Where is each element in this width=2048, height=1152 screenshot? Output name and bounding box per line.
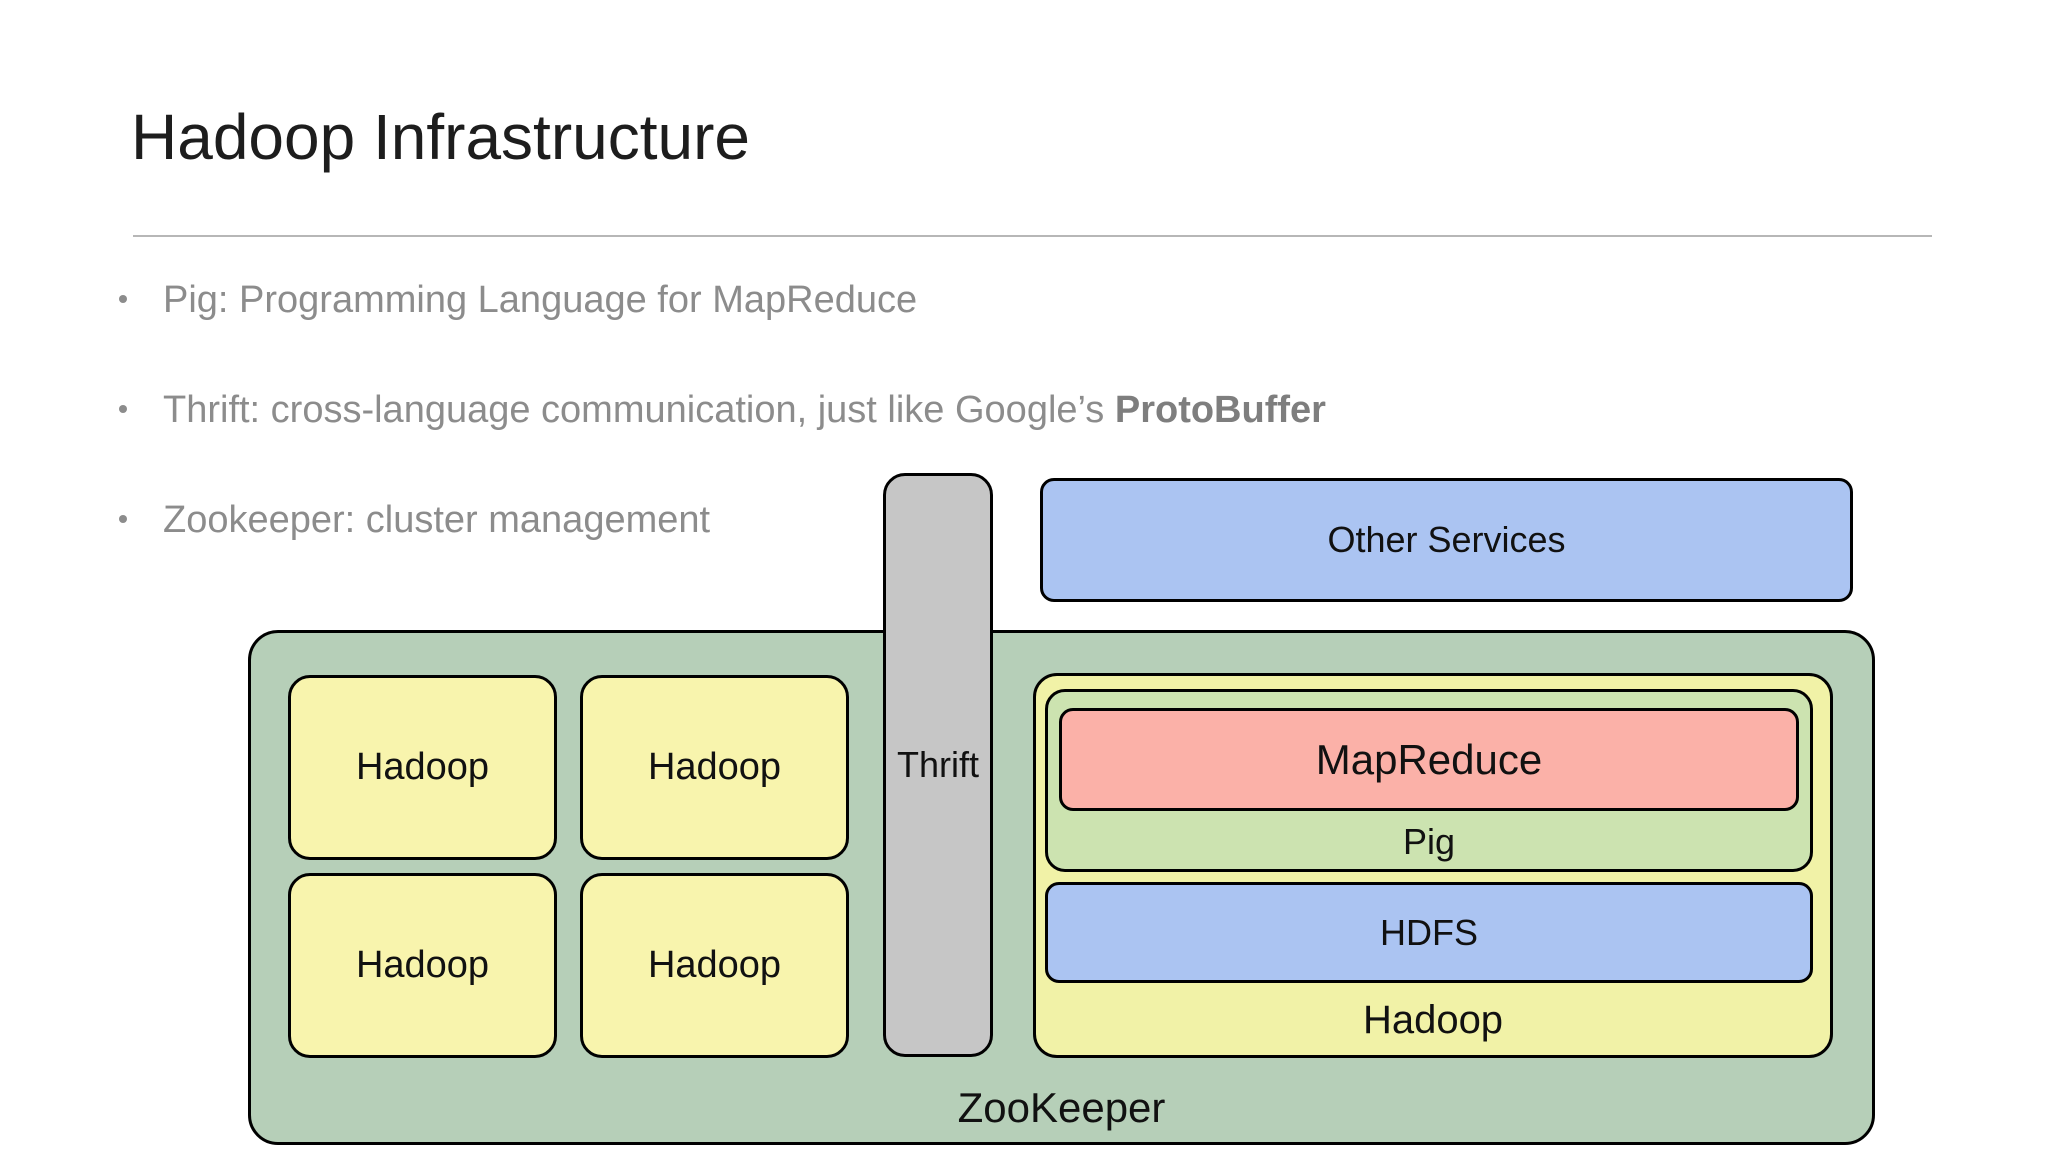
hadoop-node-box: Hadoop	[288, 873, 557, 1058]
bullet-dot-icon	[119, 404, 127, 413]
hdfs-box: HDFS	[1045, 882, 1813, 983]
bullet-zookeeper: Zookeeper: cluster management	[119, 497, 710, 543]
bullet-pig-text: Pig: Programming Language for MapReduce	[163, 279, 918, 321]
hdfs-label: HDFS	[1380, 911, 1478, 953]
other-services-label: Other Services	[1327, 519, 1566, 560]
hadoop-node-box: Hadoop	[580, 873, 849, 1058]
bullet-dot-icon	[119, 294, 127, 303]
hadoop-node-label: Hadoop	[355, 746, 490, 788]
hadoop-node-box: Hadoop	[288, 675, 557, 860]
hadoop-node-label: Hadoop	[355, 944, 490, 986]
mapreduce-label: MapReduce	[1315, 735, 1543, 783]
mapreduce-box: MapReduce	[1059, 708, 1799, 811]
other-services-box: Other Services	[1040, 478, 1853, 602]
hadoop-node-label: Hadoop	[647, 944, 782, 986]
bullet-thrift: Thrift: cross-language communication, ju…	[119, 387, 1326, 433]
bullet-dot-icon	[119, 514, 127, 523]
hadoop-container-label: Hadoop	[1362, 998, 1504, 1042]
bullet-pig: Pig: Programming Language for MapReduce	[119, 277, 917, 323]
zookeeper-label: ZooKeeper	[957, 1084, 1166, 1131]
thrift-bar: Thrift	[883, 473, 993, 1057]
hadoop-node-box: Hadoop	[580, 675, 849, 860]
hadoop-node-label: Hadoop	[647, 746, 782, 788]
bullet-thrift-text: Thrift: cross-language communication, ju…	[163, 389, 1115, 431]
bullet-zookeeper-text: Zookeeper: cluster management	[163, 499, 711, 541]
pig-label: Pig	[1402, 821, 1456, 862]
bullet-thrift-bold-text: ProtoBuffer	[1114, 389, 1326, 431]
page-title: Hadoop Infrastructure	[131, 101, 750, 173]
title-divider	[133, 235, 1932, 237]
thrift-label: Thrift	[896, 744, 979, 785]
